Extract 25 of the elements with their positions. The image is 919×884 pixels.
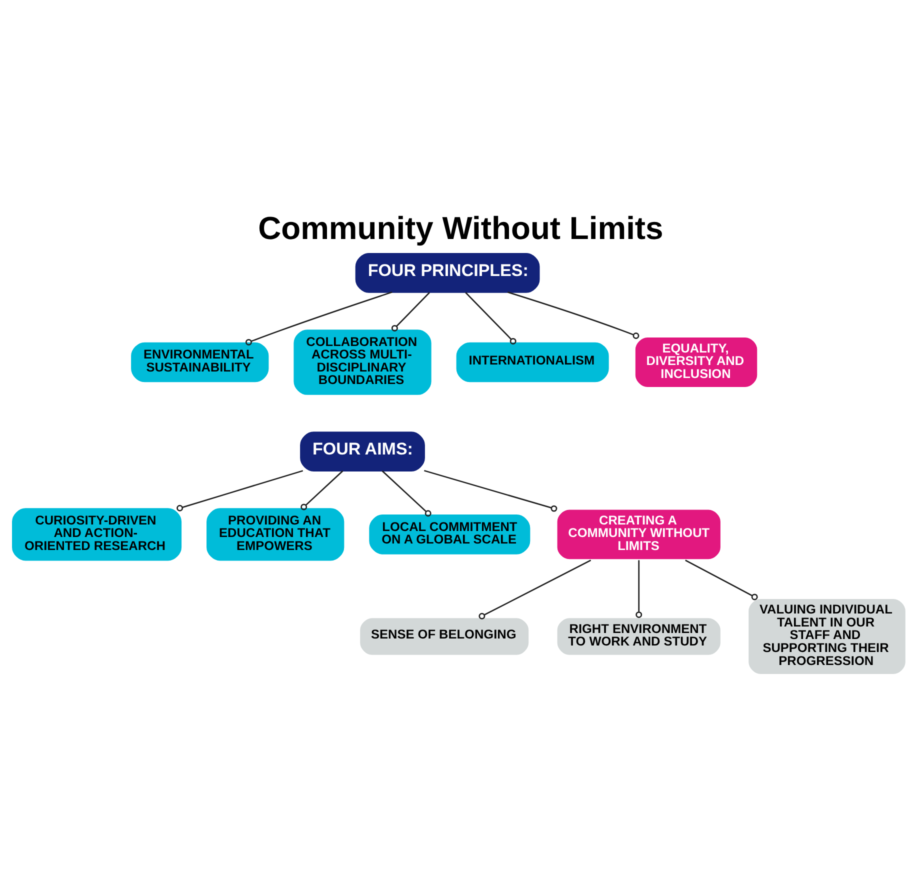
connector	[636, 560, 642, 618]
node-box: CURIOSITY-DRIVEN AND ACTION-ORIENTED RESEARCH	[12, 508, 182, 560]
node-box: PROVIDING AN EDUCATION THAT EMPOWERS	[206, 508, 344, 560]
node-box: LOCAL COMMITMENT ON A GLOBAL SCALE	[369, 514, 530, 554]
connector	[685, 559, 758, 600]
node-box: ENVIRONMENTAL SUSTAINABILITY	[131, 342, 269, 382]
node-box: FOUR PRINCIPLES:	[355, 252, 540, 292]
node-box: CREATING A COMMUNITY WITHOUT LIMITS	[556, 508, 722, 560]
connector	[507, 291, 640, 338]
node-box: INTERNATIONALISM	[456, 342, 609, 382]
node-box: FOUR AIMS:	[300, 431, 425, 471]
connector	[176, 470, 304, 511]
node-box: VALUING INDIVIDUAL TALENT IN OUR STAFF AND SUPPORTING THEIR PROGRESSION	[747, 596, 907, 676]
node-box: RIGHT ENVIRONMENT TO WORK AND STUDY	[556, 616, 722, 656]
node-box: EQUALITY, DIVERSITY AND INCLUSION	[634, 335, 759, 388]
node-box: SENSE OF BELONGING	[358, 616, 530, 656]
connector	[424, 469, 558, 512]
connector	[382, 470, 432, 516]
connector	[300, 470, 344, 510]
diagram-title: Community Without Limits	[258, 209, 664, 246]
node-box: COLLABORATION ACROSS MULTI-DISCIPLINARY BOUNDARIES	[294, 329, 432, 394]
connector	[391, 292, 430, 331]
connector	[245, 290, 392, 345]
connector	[465, 292, 516, 344]
connector	[478, 559, 592, 619]
